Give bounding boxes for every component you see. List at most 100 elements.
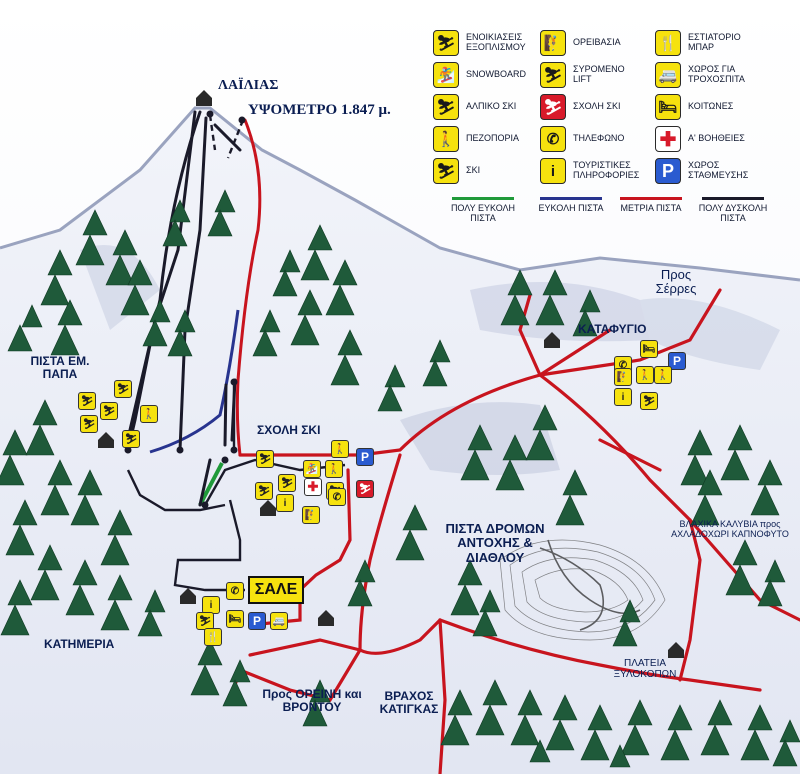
legend-item-label: ΕΣΤΙΑΤΟΡΙΟ ΜΠΑΡ — [688, 32, 741, 52]
hiking-icon: 🚶 — [654, 366, 672, 384]
climbing-icon: 🧗 — [614, 368, 632, 386]
pista-papa-text: ΠΙΣΤΑ ΕΜ. ΠΑΠΑ — [30, 354, 90, 382]
blue-slope — [149, 309, 240, 454]
legend-item-label: ΣΧΟΛΗ ΣΚΙ — [573, 101, 621, 112]
tree-clusters — [0, 189, 800, 768]
slope-legend-label: ΠΟΛΥ ΔΥΣΚΟΛΗ ΠΙΣΤΑ — [698, 203, 768, 224]
legend-item-label: ΟΡΕΙΒΑΣΙΑ — [573, 37, 621, 48]
legend-item-label: Α' ΒΟΗΘΕΙΕΣ — [688, 133, 745, 144]
trees-center — [252, 224, 588, 637]
huts — [98, 90, 684, 658]
slope-legend-line — [540, 197, 602, 200]
legend-item-label: ΠΕΖΟΠΟΡΙΑ — [466, 133, 520, 144]
slope-legend-label: ΠΟΛΥ ΕΥΚΟΛΗ ΠΙΣΤΑ — [450, 203, 516, 224]
caravan-icon: 🚐 — [270, 612, 288, 630]
vlach-huts-label: ΒΛΑΧΙΚΑ ΚΑΛΥΒΙΑ προς ΑΧΛΑΔΟΧΩΡΙ ΚΑΠΝΟΦΥΤ… — [662, 519, 798, 540]
legend-item-label: ΕΝΟΙΚΙΑΣΕΙΣ ΕΞΟΠΛΙΣΜΟΥ — [466, 32, 526, 52]
parking-icon: P — [668, 352, 686, 370]
ski-icon: ⛷ — [80, 415, 98, 433]
climbing-icon: 🧗 — [302, 506, 320, 524]
serres-label: Προς Σέρρες — [646, 267, 706, 297]
summit-label: ΛΑΪΛΙΑΣ — [218, 78, 279, 93]
vrachos-text: ΒΡΑΧΟΣ ΚΑΤΙΓΚΑΣ — [379, 689, 439, 717]
serres-text: Προς Σέρρες — [655, 267, 697, 297]
legend-item: 🛏 ΚΟΙΤΩΝΕΣ — [655, 94, 754, 120]
green-slope — [198, 462, 224, 506]
telephone-icon: ✆ — [540, 126, 566, 152]
legend-item-label: ΤΗΛΕΦΩΝΟ — [573, 133, 625, 144]
ski-school-label: ΣΧΟΛΗ ΣΚΙ — [257, 423, 321, 437]
ski-icon: ⛷ — [256, 450, 274, 468]
legend-item: 🚐ΧΩΡΟΣ ΓΙΑ ΤΡΟΧΟΣΠΙΤΑ — [655, 62, 754, 88]
legend-item: ⛷ ΕΝΟΙΚΙΑΣΕΙΣ ΕΞΟΠΛΙΣΜΟΥ — [433, 30, 532, 56]
mountain-slope — [0, 108, 800, 774]
parking-icon: P — [356, 448, 374, 466]
beds-icon: 🛏 — [226, 610, 244, 628]
legend-item-label: ΤΟΥΡΙΣΤΙΚΕΣ ΠΛΗΡΟΦΟΡΙΕΣ — [573, 160, 640, 180]
legend-item-label: ΑΛΠΙΚΟ ΣΚΙ — [466, 101, 517, 112]
rental-icon: ⛷ — [122, 430, 140, 448]
ski-icon: ⛷ — [100, 402, 118, 420]
ski-lifts — [208, 114, 245, 450]
legend-item: 🏂SNOWBOARD — [433, 62, 532, 88]
alpine-ski-icon: ⛷ — [433, 94, 459, 120]
snowboard-icon: 🏂 — [303, 460, 321, 478]
oreini-label: Προς ΟΡΕΙΝΗ και ΒΡΟΝΤΟΥ — [262, 687, 362, 715]
caravan-icon: 🚐 — [655, 62, 681, 88]
legend-item: ⛷ ΑΛΠΙΚΟ ΣΚΙ — [433, 94, 532, 120]
legend-item-label: ΚΟΙΤΩΝΕΣ — [688, 101, 734, 112]
endurance-track-text: ΠΙΣΤΑ ΔΡΟΜΩΝ ΑΝΤΟΧΗΣ & ΔΙΑΘΛΟΥ — [445, 521, 545, 565]
ski-icon: ⛷ — [640, 392, 658, 410]
hiking-icon: 🚶 — [140, 405, 158, 423]
legend-item: ✆ ΤΗΛΕΦΩΝΟ — [540, 126, 639, 152]
legend-item: 🍴 ΕΣΤΙΑΤΟΡΙΟ ΜΠΑΡ — [655, 30, 754, 56]
slope-legend-label: ΕΥΚΟΛΗ ΠΙΣΤΑ — [538, 203, 604, 213]
trees-left — [0, 189, 236, 637]
red-slope — [235, 118, 262, 457]
info-icon: i — [276, 494, 294, 512]
slope-legend-line — [452, 197, 514, 200]
parking-icon: P — [248, 612, 266, 630]
legend-item-label: ΣΥΡΟΜΕΝΟ LIFT — [573, 64, 625, 84]
rental-icon: ⛷ — [196, 612, 214, 630]
ski-icon: ⛷ — [114, 380, 132, 398]
ski-icon: ⛷ — [433, 158, 459, 184]
rental-icon: ⛷ — [433, 30, 459, 56]
legend-item: ✚ Α' ΒΟΗΘΕΙΕΣ — [655, 126, 754, 152]
first-aid-icon: ✚ — [655, 126, 681, 152]
lift-stations — [124, 110, 246, 509]
plateia-text: ΠΛΑΤΕΙΑ ΞΥΛΟΚΟΠΩΝ — [613, 658, 677, 680]
snowboard-icon: 🏂 — [433, 62, 459, 88]
drag-lift-icon: ⛷ — [540, 62, 566, 88]
trees-right — [500, 269, 786, 647]
climbing-icon: 🧗 — [540, 30, 566, 56]
slope-legend-label: ΜΕΤΡΙΑ ΠΙΣΤΑ — [620, 203, 682, 213]
alpine-ski-icon: ⛷ — [278, 474, 296, 492]
vlach-huts-text: ΒΛΑΧΙΚΑ ΚΑΛΥΒΙΑ προς ΑΧΛΑΔΟΧΩΡΙ ΚΑΠΝΟΦΥΤ… — [671, 519, 789, 539]
sale-box: ΣΑΛΕ — [248, 576, 304, 604]
plateia-label: ΠΛΑΤΕΙΑ ΞΥΛΟΚΟΠΩΝ — [610, 658, 680, 680]
hiking-icon: 🚶 — [433, 126, 459, 152]
hiking-icon: 🚶 — [331, 440, 349, 458]
legend-item-label: ΧΩΡΟΣ ΣΤΑΘΜΕΥΣΗΣ — [688, 160, 749, 180]
refuge-label: ΚΑΤΑΦΥΓΙΟ — [578, 322, 647, 336]
telephone-icon: ✆ — [328, 488, 346, 506]
info-icon: i — [202, 596, 220, 614]
oreini-text: Προς ΟΡΕΙΝΗ και ΒΡΟΝΤΟΥ — [262, 687, 362, 715]
beds-icon: 🛏 — [640, 340, 658, 358]
legend-item: 🧗 ΟΡΕΙΒΑΣΙΑ — [540, 30, 639, 56]
beds-icon: 🛏 — [655, 94, 681, 120]
legend-item-label: ΣΚΙ — [466, 165, 481, 176]
endurance-track-label: ΠΙΣΤΑ ΔΡΟΜΩΝ ΑΝΤΟΧΗΣ & ΔΙΑΘΛΟΥ — [430, 521, 560, 565]
ski-icon: ⛷ — [78, 392, 96, 410]
hiking-icon: 🚶 — [636, 366, 654, 384]
restaurant-icon: 🍴 — [655, 30, 681, 56]
legend-item: ⛷ΣΧΟΛΗ ΣΚΙ — [540, 94, 639, 120]
katimeria-label: ΚΑΤΗΜΕΡΙΑ — [44, 637, 115, 651]
vrachos-label: ΒΡΑΧΟΣ ΚΑΤΙΓΚΑΣ — [372, 689, 446, 717]
hiking-icon: 🚶 — [325, 460, 343, 478]
telephone-icon: ✆ — [226, 582, 244, 600]
